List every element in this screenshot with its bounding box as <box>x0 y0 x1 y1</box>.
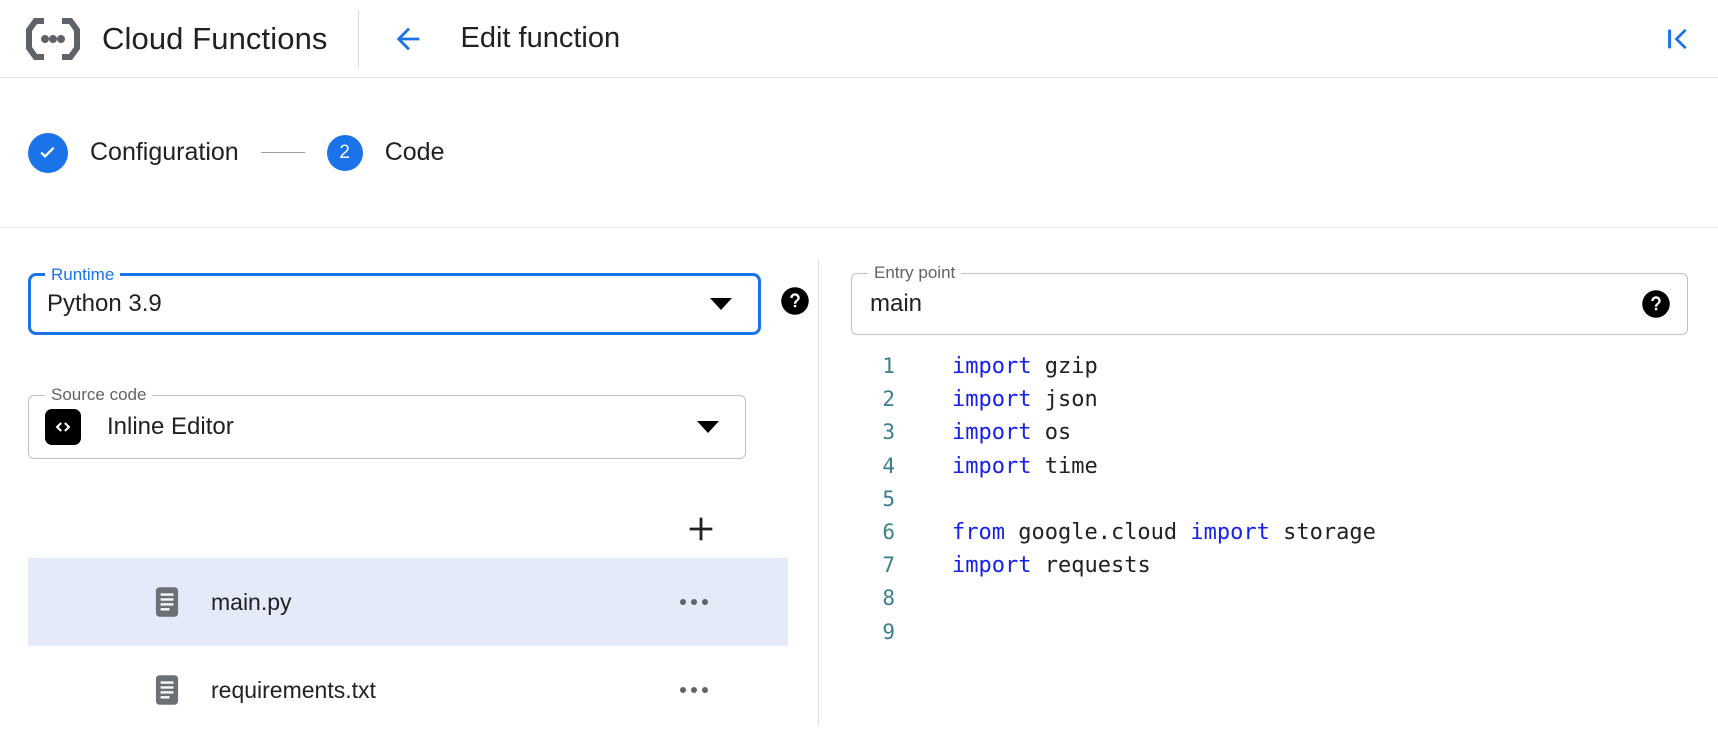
code-editor[interactable]: 1 import gzip 2 import json 3 import os … <box>819 354 1718 726</box>
dot <box>680 687 686 693</box>
code-keyword: from <box>952 519 1005 545</box>
dot <box>702 687 708 693</box>
runtime-field-wrap: Runtime Python 3.9 <box>28 265 761 335</box>
step-connector <box>260 151 305 154</box>
entry-point-input-wrap[interactable]: Entry point main <box>851 263 1688 335</box>
page-nav: Edit function <box>359 22 621 56</box>
file-row-main-py[interactable]: main.py <box>28 558 788 646</box>
code-line: 3 import os <box>819 420 1718 453</box>
code-line: 9 <box>819 620 1718 653</box>
code-rest-2: storage <box>1269 519 1376 545</box>
left-pane: Runtime Python 3.9 Source code Inline Ed… <box>0 228 818 726</box>
code-rest: google.cloud <box>1004 519 1191 545</box>
code-rest: os <box>1031 420 1072 446</box>
code-line: 6 from google.cloud import storage <box>819 520 1718 553</box>
code-line: 7 import requests <box>819 553 1718 586</box>
code-content: from google.cloud import storage <box>895 520 1376 545</box>
step-label-configuration: Configuration <box>90 138 239 166</box>
file-icon <box>152 674 182 706</box>
line-number: 9 <box>882 619 895 644</box>
step-number: 2 <box>339 142 350 163</box>
plus-icon <box>689 517 713 541</box>
entry-point-label: Entry point <box>868 263 962 283</box>
dot <box>691 599 697 605</box>
step-code[interactable]: 2 Code <box>326 134 445 171</box>
line-number: 4 <box>882 453 895 478</box>
runtime-label: Runtime <box>45 265 121 285</box>
stepper: Configuration 2 Code <box>0 78 1718 228</box>
runtime-help-icon[interactable] <box>780 286 826 316</box>
file-icon <box>152 586 182 618</box>
code-keyword: import <box>952 420 1032 446</box>
runtime-select[interactable]: Runtime Python 3.9 <box>28 265 761 335</box>
code-line: 2 import json <box>819 387 1718 420</box>
collapse-panel-icon[interactable] <box>1664 25 1692 53</box>
page-title: Edit function <box>460 22 621 54</box>
dot <box>702 599 708 605</box>
code-rest: time <box>1031 453 1098 479</box>
chevron-down-icon[interactable] <box>710 298 732 310</box>
step-label-code: Code <box>384 138 445 166</box>
code-keyword: import <box>952 553 1032 579</box>
content-area: Runtime Python 3.9 Source code Inline Ed… <box>0 228 1718 726</box>
pane-divider <box>818 260 819 726</box>
source-code-field-wrap: Source code Inline Editor <box>28 385 746 459</box>
app-header: Cloud Functions Edit function <box>0 0 1718 78</box>
brand[interactable]: Cloud Functions <box>24 15 358 63</box>
file-name: requirements.txt <box>211 676 376 703</box>
line-number: 1 <box>882 354 895 378</box>
code-content: import os <box>895 420 1071 445</box>
step-number-badge: 2 <box>326 134 363 171</box>
code-line: 1 import gzip <box>819 354 1718 387</box>
line-number: 6 <box>882 519 895 544</box>
file-row-requirements-txt[interactable]: requirements.txt <box>28 646 788 734</box>
dot <box>680 599 686 605</box>
code-line: 8 <box>819 586 1718 619</box>
source-code-select[interactable]: Source code Inline Editor <box>28 385 746 459</box>
code-keyword: import <box>952 354 1032 379</box>
runtime-value: Python 3.9 <box>47 290 162 317</box>
line-number: 8 <box>882 586 895 611</box>
header-divider <box>357 9 359 68</box>
line-number: 5 <box>882 486 895 511</box>
brand-title: Cloud Functions <box>102 20 328 56</box>
file-name: main.py <box>211 588 292 615</box>
chevron-down-icon-source[interactable] <box>697 421 719 433</box>
code-brackets-icon <box>45 409 81 445</box>
code-line: 4 import time <box>819 454 1718 487</box>
code-content: import time <box>895 454 1098 479</box>
code-keyword: import <box>952 453 1032 479</box>
more-options-icon[interactable] <box>674 677 714 703</box>
add-file-button[interactable] <box>678 506 724 552</box>
code-rest: json <box>1031 387 1098 413</box>
code-line: 5 <box>819 487 1718 520</box>
code-content: import gzip <box>895 354 1098 379</box>
file-list: main.py requirements. <box>28 558 788 734</box>
more-options-icon[interactable] <box>674 589 714 615</box>
source-code-label: Source code <box>45 385 153 405</box>
code-rest: requests <box>1031 553 1151 579</box>
code-keyword: import <box>952 387 1032 413</box>
source-code-value: Inline Editor <box>107 413 234 440</box>
entry-point-value[interactable]: main <box>870 290 923 317</box>
code-keyword-2: import <box>1190 519 1270 545</box>
line-number: 2 <box>882 387 895 412</box>
code-rest: gzip <box>1031 354 1098 379</box>
arrow-left-icon[interactable] <box>391 22 425 56</box>
code-content: import json <box>895 387 1098 412</box>
entry-point-field-wrap: Entry point main <box>851 263 1688 335</box>
line-number: 7 <box>882 553 895 578</box>
step-configuration[interactable]: Configuration <box>28 132 239 173</box>
right-pane: Entry point main 1 import gzip 2 import … <box>819 228 1718 726</box>
entry-point-help-icon[interactable] <box>1641 289 1687 319</box>
check-icon <box>28 132 68 173</box>
code-content: import requests <box>895 553 1151 578</box>
dot <box>691 687 697 693</box>
line-number: 3 <box>882 420 895 445</box>
cloud-functions-logo-icon <box>24 15 82 63</box>
